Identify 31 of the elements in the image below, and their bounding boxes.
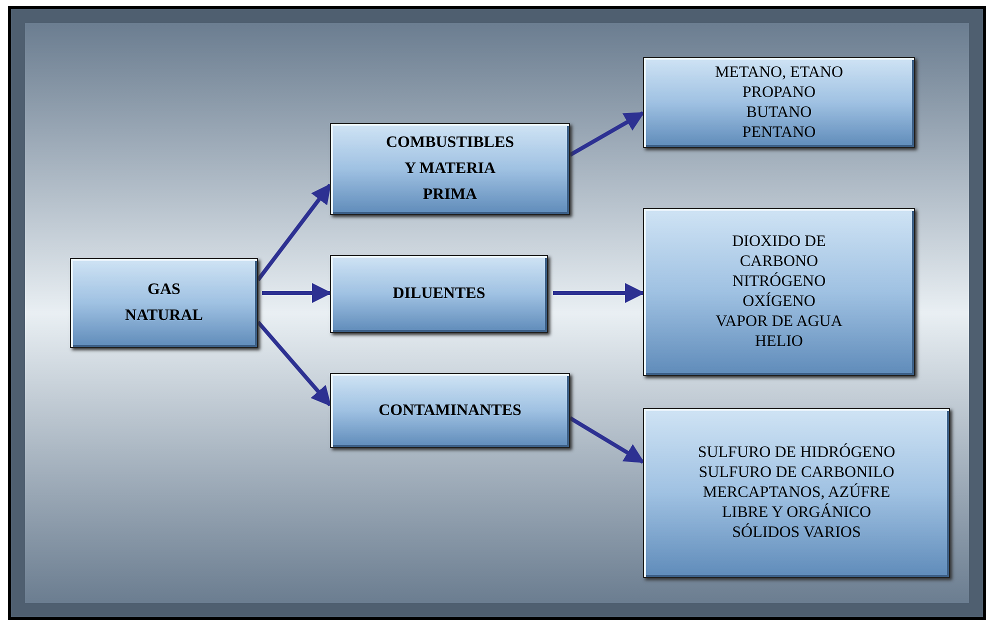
component-text: MERCAPTANOS, AZÚFRE: [702, 483, 890, 503]
component-text: BUTANO: [746, 102, 812, 122]
arrow: [553, 283, 645, 303]
category-label: CONTAMINANTES: [378, 400, 522, 420]
category-box: [70, 258, 258, 348]
component-text: METANO, ETANO: [714, 62, 844, 82]
component-text: PENTANO: [742, 122, 816, 142]
component-text: PROPANO: [742, 82, 816, 102]
category-box: [330, 123, 570, 215]
arrow: [256, 320, 332, 406]
arrow: [569, 111, 645, 157]
category-label: GAS NATURAL: [124, 280, 204, 326]
component-text: OXÍGENO: [742, 292, 816, 312]
arrow: [262, 283, 332, 303]
category-label: DILUENTES: [392, 284, 486, 304]
component-list-box: [643, 408, 950, 578]
component-text: VAPOR DE AGUA: [716, 312, 842, 332]
category-box: [330, 373, 570, 448]
component-list-box: [643, 57, 915, 148]
component-text: SULFURO DE CARBONILO: [698, 463, 894, 483]
arrow: [568, 416, 645, 464]
component-text: HELIO: [755, 332, 803, 352]
arrow: [256, 183, 332, 282]
component-text: SÓLIDOS VARIOS: [732, 523, 861, 543]
component-list-box: [643, 208, 915, 376]
component-text: LIBRE Y ORGÁNICO: [722, 503, 872, 523]
category-label: COMBUSTIBLES Y MATERIA PRIMA: [384, 133, 516, 205]
component-text: SULFURO DE HIDRÓGENO: [698, 443, 896, 463]
component-text: DIOXIDO DE CARBONO: [731, 232, 827, 272]
category-box: [330, 255, 548, 333]
component-text: NITRÓGENO: [732, 272, 826, 292]
